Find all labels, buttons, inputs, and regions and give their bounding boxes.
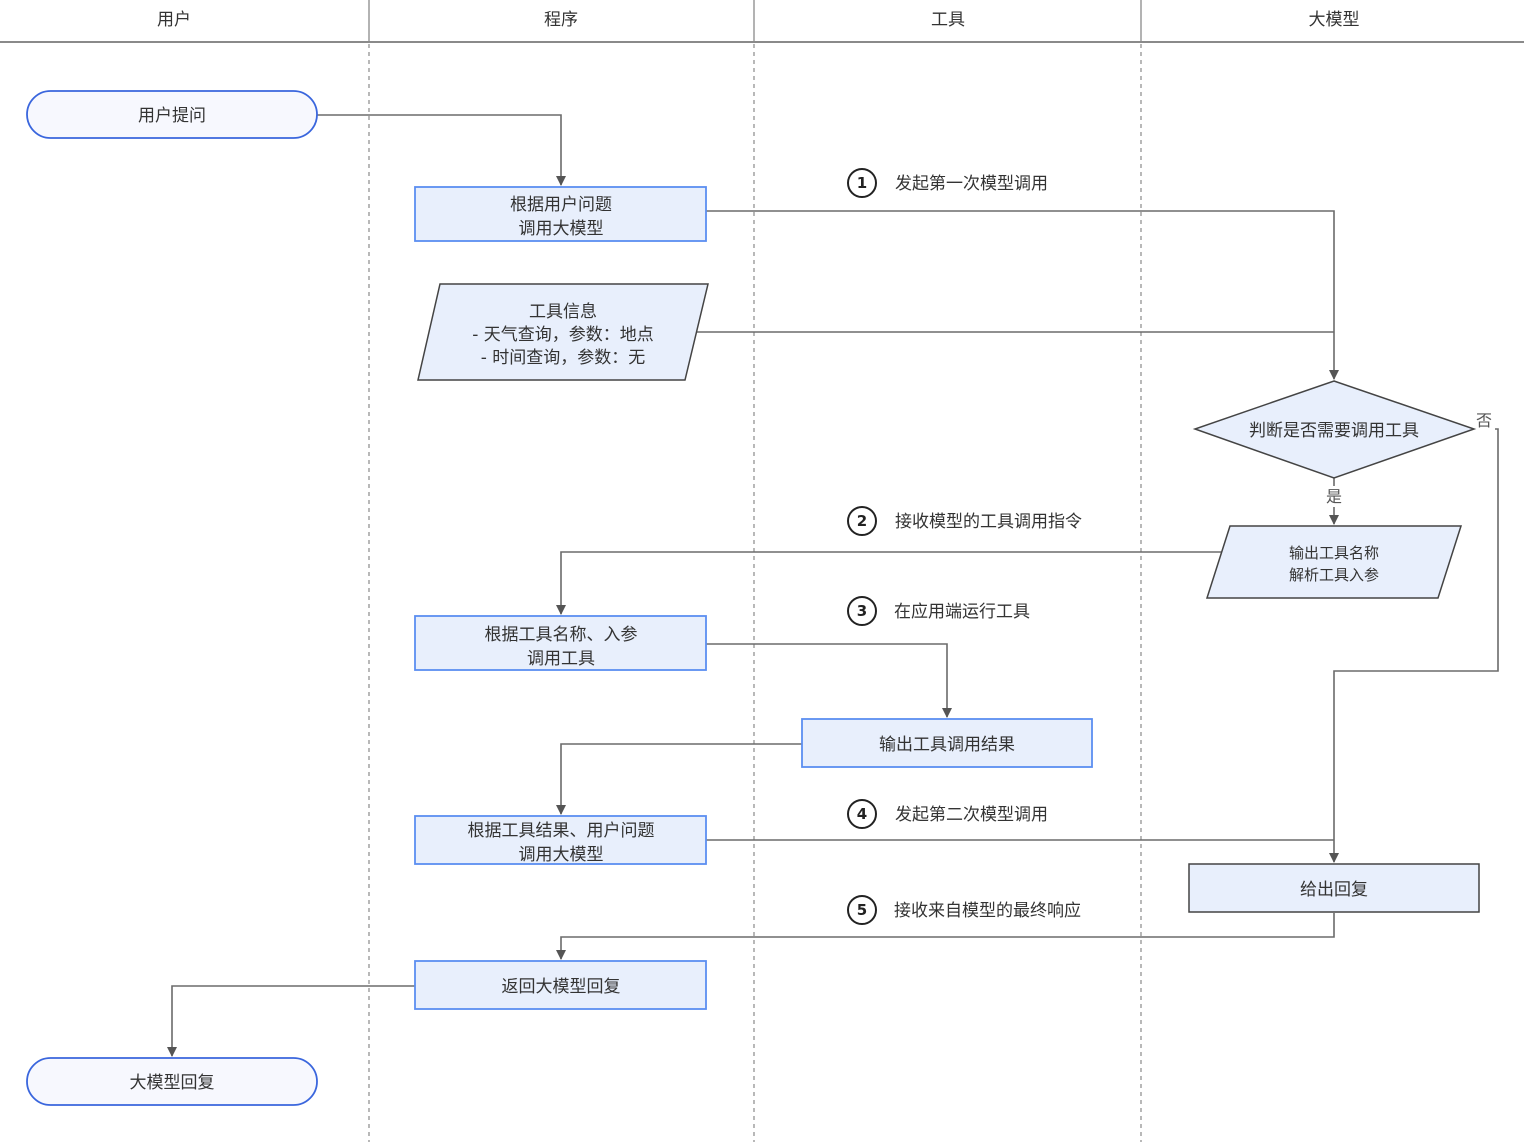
node-label: 解析工具入参 xyxy=(1289,566,1379,584)
branch-label-yes: 是 xyxy=(1326,487,1342,506)
lane-title-tool: 工具 xyxy=(931,10,965,30)
node-label: 根据用户问题 xyxy=(510,195,612,215)
lane-title-program: 程序 xyxy=(544,10,578,30)
edge-return-to-final xyxy=(167,985,415,1057)
node-label: 根据工具名称、入参 xyxy=(485,625,638,645)
process-shape xyxy=(414,186,707,242)
terminal-shape xyxy=(26,1057,318,1106)
edge-reply-to-return xyxy=(556,913,1335,960)
node-decision[interactable]: 判断是否需要调用工具 xyxy=(1192,380,1477,479)
node-call-llm-second[interactable]: 根据工具结果、用户问题 调用大模型 xyxy=(414,815,707,865)
step-number: 4 xyxy=(857,805,867,823)
data-shape xyxy=(1205,525,1463,599)
process-shape xyxy=(414,615,707,671)
process-shape xyxy=(414,960,707,1010)
node-label: - 时间查询，参数：无 xyxy=(481,348,646,368)
step-annotation-3: 3 在应用端运行工具 xyxy=(847,596,1030,626)
branch-label-no: 否 xyxy=(1476,411,1492,430)
step-number: 2 xyxy=(857,512,867,530)
step-number-circle xyxy=(847,895,877,925)
node-label: 调用工具 xyxy=(527,649,595,669)
process-shape xyxy=(414,815,707,865)
decision-shape xyxy=(1192,380,1477,479)
step-annotation-1: 1 发起第一次模型调用 xyxy=(847,168,1048,198)
node-label: 输出工具调用结果 xyxy=(879,735,1015,755)
node-give-reply[interactable]: 给出回复 xyxy=(1188,863,1480,913)
step-annotation-4: 4 发起第二次模型调用 xyxy=(847,799,1048,829)
node-label: 输出工具名称 xyxy=(1289,544,1379,562)
node-call-llm-first[interactable]: 根据用户问题 调用大模型 xyxy=(414,186,707,242)
step-number-circle xyxy=(847,799,877,829)
step-number: 1 xyxy=(857,174,867,192)
lane-header: 用户 程序 工具 大模型 xyxy=(0,0,1524,43)
edge-decision-no xyxy=(1329,428,1499,863)
node-return-reply[interactable]: 返回大模型回复 xyxy=(414,960,707,1010)
node-user-question[interactable]: 用户提问 xyxy=(26,90,318,139)
step-number-circle xyxy=(847,168,877,198)
edge-calltool-to-result xyxy=(706,643,952,718)
step-number: 5 xyxy=(857,901,867,919)
node-label: 根据工具结果、用户问题 xyxy=(468,821,655,841)
node-label: 给出回复 xyxy=(1300,880,1368,900)
lane-title-user: 用户 xyxy=(157,10,191,30)
node-label: 工具信息 xyxy=(529,302,597,322)
node-call-tool[interactable]: 根据工具名称、入参 调用工具 xyxy=(414,615,707,671)
lane-title-llm: 大模型 xyxy=(1309,10,1360,30)
node-label: - 天气查询，参数：地点 xyxy=(472,325,654,345)
edge-question-to-call xyxy=(317,114,566,186)
edge-call-to-decision xyxy=(706,210,1339,380)
edge-result-to-second xyxy=(556,743,802,815)
step-number-circle xyxy=(847,506,877,536)
edges xyxy=(167,114,1499,1057)
node-label: 调用大模型 xyxy=(519,845,604,865)
step-label: 发起第二次模型调用 xyxy=(895,805,1048,825)
node-output-tool-name[interactable]: 输出工具名称 解析工具入参 xyxy=(1205,525,1463,599)
step-number-circle xyxy=(847,596,877,626)
process-shape xyxy=(1188,863,1480,913)
step-number: 3 xyxy=(857,602,867,620)
data-shape xyxy=(417,283,709,381)
terminal-shape xyxy=(26,90,318,139)
step-label: 发起第一次模型调用 xyxy=(895,174,1048,194)
node-label: 判断是否需要调用工具 xyxy=(1249,421,1419,441)
node-label: 返回大模型回复 xyxy=(502,977,621,997)
node-tool-result[interactable]: 输出工具调用结果 xyxy=(801,718,1093,768)
node-final-reply[interactable]: 大模型回复 xyxy=(26,1057,318,1106)
node-label: 用户提问 xyxy=(138,106,206,126)
step-label: 接收来自模型的最终响应 xyxy=(894,901,1081,921)
edge-output-to-calltool xyxy=(556,551,1223,615)
process-shape xyxy=(801,718,1093,768)
step-label: 在应用端运行工具 xyxy=(894,602,1030,622)
node-label: 调用大模型 xyxy=(519,219,604,239)
step-annotation-2: 2 接收模型的工具调用指令 xyxy=(847,506,1082,536)
step-label: 接收模型的工具调用指令 xyxy=(895,512,1082,532)
node-tool-info[interactable]: 工具信息 - 天气查询，参数：地点 - 时间查询，参数：无 xyxy=(417,283,709,381)
node-label: 大模型回复 xyxy=(130,1073,215,1093)
step-annotation-5: 5 接收来自模型的最终响应 xyxy=(847,895,1081,925)
